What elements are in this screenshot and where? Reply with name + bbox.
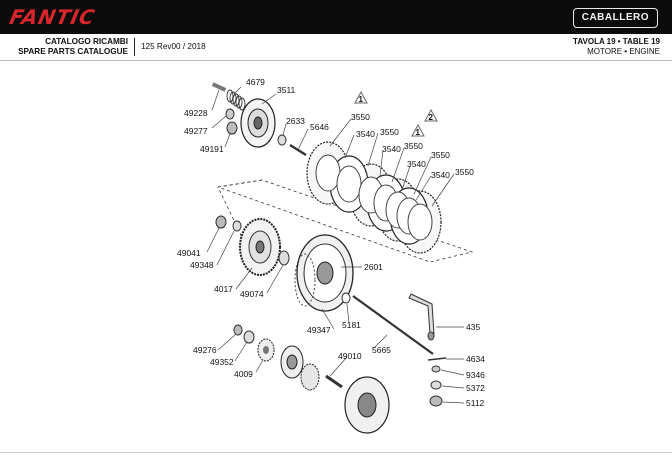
- part-label-3511[interactable]: 3511: [277, 85, 296, 95]
- part-label-4009[interactable]: 4009: [234, 369, 253, 379]
- model-badge: CABALLERO: [572, 8, 658, 28]
- bearing-2633: [277, 134, 287, 146]
- crank-web: [344, 376, 390, 434]
- part-label-3550-d[interactable]: 3550: [431, 150, 450, 160]
- clutch-basket-2601: [294, 234, 354, 312]
- part-label-49041[interactable]: 49041: [177, 248, 201, 258]
- part-label-4634[interactable]: 4634: [466, 354, 485, 364]
- pin-4634: [427, 357, 447, 361]
- header-bar: FANTIC CABALLERO: [0, 0, 672, 34]
- washer-49352: [243, 330, 255, 344]
- part-label-2633[interactable]: 2633: [286, 116, 305, 126]
- part-label-3540-d[interactable]: 3540: [431, 170, 450, 180]
- part-label-49347[interactable]: 49347: [307, 325, 331, 335]
- fantic-logo: FANTIC: [7, 5, 98, 29]
- part-label-4679[interactable]: 4679: [246, 77, 265, 87]
- release-lever-435: [408, 293, 435, 341]
- part-label-49191[interactable]: 49191: [200, 144, 224, 154]
- part-label-5112[interactable]: 5112: [466, 398, 485, 408]
- part-label-435[interactable]: 435: [466, 322, 480, 332]
- table-number: TAVOLA 19 • TABLE 19: [573, 37, 660, 46]
- part-label-3550-e[interactable]: 3550: [455, 167, 474, 177]
- part-label-5646[interactable]: 5646: [310, 122, 329, 132]
- primary-gear-4017: [239, 218, 281, 276]
- shaft-5665: [352, 295, 434, 355]
- leader-lines: [206, 86, 465, 404]
- catalog-title-en: SPARE PARTS CATALOGUE: [18, 47, 128, 56]
- part-label-3550-c[interactable]: 3550: [404, 141, 423, 151]
- seal-5372: [430, 380, 442, 390]
- part-label-49348[interactable]: 49348: [190, 260, 214, 270]
- part-label-2601[interactable]: 2601: [364, 262, 383, 272]
- nut-49041: [215, 215, 227, 229]
- spring-assembly: [211, 82, 246, 111]
- header-divider: [134, 38, 135, 56]
- note-triangle-1b: 1: [411, 123, 425, 137]
- nut-49276: [233, 324, 243, 336]
- catalog-title: CATALOGO RICAMBI SPARE PARTS CATALOGUE: [10, 37, 128, 57]
- part-label-4017[interactable]: 4017: [214, 284, 233, 294]
- pin-49010: [325, 374, 343, 389]
- clutch-disc-pack: [306, 141, 442, 254]
- washer-49277: [225, 108, 235, 120]
- part-label-5181[interactable]: 5181: [342, 320, 361, 330]
- part-label-49010[interactable]: 49010: [338, 351, 362, 361]
- gear-4009: [257, 338, 275, 362]
- note-triangle-2: 2: [424, 108, 438, 122]
- part-label-49276[interactable]: 49276: [193, 345, 217, 355]
- header-rule: [0, 60, 672, 61]
- exploded-diagram: 1 1 2: [177, 77, 485, 434]
- washer-9346: [431, 365, 441, 373]
- pressure-plate: [240, 98, 276, 148]
- catalog-title-it: CATALOGO RICAMBI: [45, 37, 128, 46]
- part-label-49352[interactable]: 49352: [210, 357, 234, 367]
- part-label-5372[interactable]: 5372: [466, 383, 485, 393]
- part-label-49074[interactable]: 49074: [240, 289, 264, 299]
- note-2-label: 2: [429, 113, 434, 122]
- bushing-5112: [429, 395, 443, 407]
- hub-assembly: [280, 345, 320, 391]
- part-label-3540-c[interactable]: 3540: [407, 159, 426, 169]
- note-1a-label: 1: [359, 95, 364, 104]
- part-label-3550-b[interactable]: 3550: [380, 127, 399, 137]
- note-triangle-1a: 1: [354, 90, 368, 104]
- part-label-3540-a[interactable]: 3540: [356, 129, 375, 139]
- part-label-49277[interactable]: 49277: [184, 126, 208, 136]
- table-section: MOTORE • ENGINE: [587, 47, 660, 56]
- nut-49191: [226, 121, 238, 135]
- spacer-49074: [278, 250, 290, 266]
- part-label-49228[interactable]: 49228: [184, 108, 208, 118]
- group-outline: [217, 179, 474, 263]
- oring-5181: [341, 292, 351, 304]
- revision-label: 125 Rev00 / 2018: [141, 42, 206, 51]
- washer-49348: [232, 220, 242, 232]
- note-1b-label: 1: [416, 128, 421, 137]
- footer-rule: [0, 452, 672, 453]
- part-label-3540-b[interactable]: 3540: [382, 144, 401, 154]
- part-label-3550-a[interactable]: 3550: [351, 112, 370, 122]
- table-info: TAVOLA 19 • TABLE 19 MOTORE • ENGINE: [573, 37, 660, 57]
- part-label-9346[interactable]: 9346: [466, 370, 485, 380]
- part-label-5665[interactable]: 5665: [372, 345, 391, 355]
